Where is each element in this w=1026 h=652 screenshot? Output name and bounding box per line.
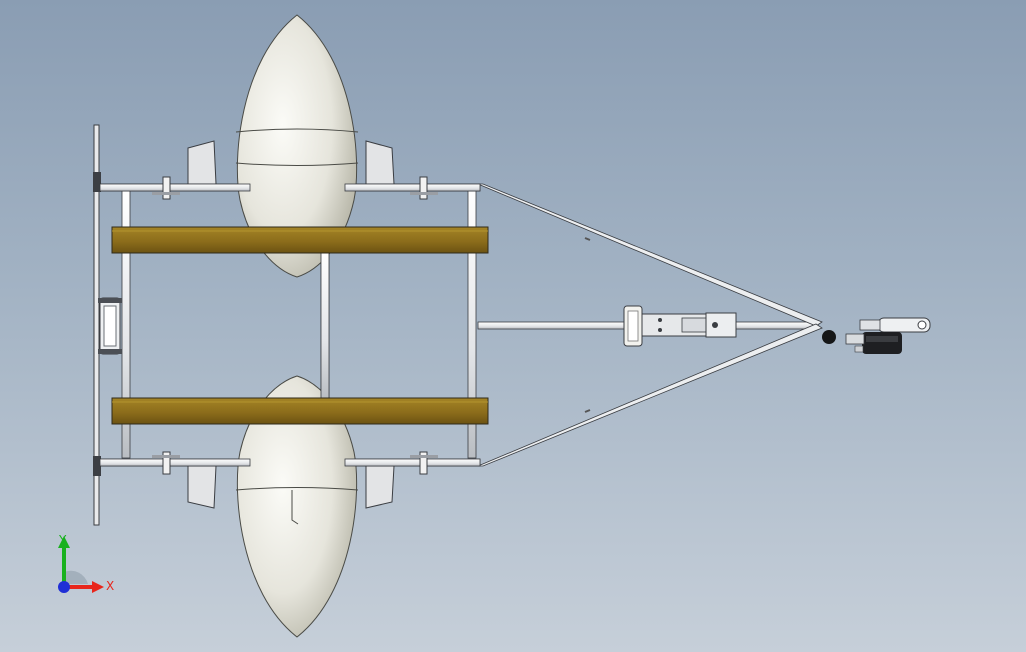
float-top <box>235 14 359 278</box>
float-bottom <box>235 375 359 638</box>
hitch-coupler <box>859 317 931 333</box>
triad-plane <box>64 570 88 584</box>
wood-bunk-bottom <box>111 397 489 425</box>
coordinate-triad: Y X <box>58 533 114 593</box>
rear-roller <box>98 297 122 355</box>
bow-roller <box>623 305 737 347</box>
triad-x-arrow <box>92 581 104 593</box>
chassis-frame <box>99 183 823 467</box>
triad-x-label: X <box>106 579 114 593</box>
jockey-wheel <box>822 330 902 354</box>
wood-bunk-top <box>111 226 489 254</box>
triad-y-arrow <box>58 536 70 548</box>
rear-plate <box>93 124 101 526</box>
triad-z-axis <box>58 581 70 593</box>
crossbar-overlay <box>99 183 481 467</box>
u-bolt-clamps <box>152 176 438 475</box>
fenders <box>187 140 395 509</box>
triad-y-label: Y <box>58 533 67 547</box>
